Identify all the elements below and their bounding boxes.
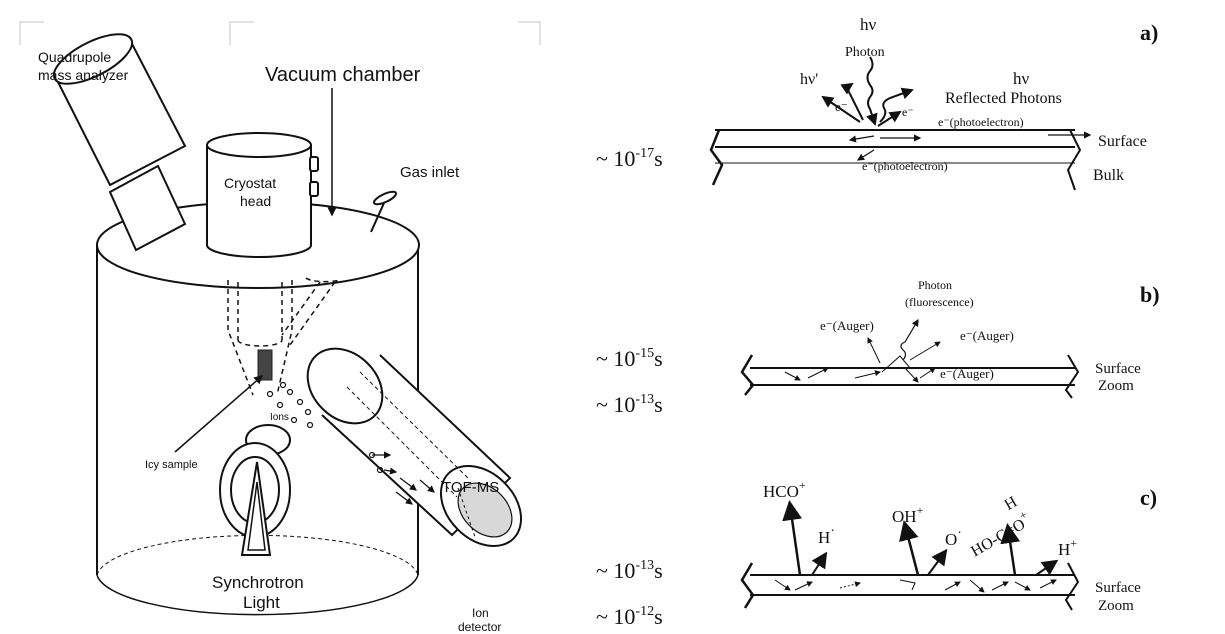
synchrotron-port xyxy=(219,424,291,556)
ion-detector-label-1: Ion xyxy=(472,606,489,620)
panel-a-time: ~ 10-17s xyxy=(596,146,663,171)
ion-dots xyxy=(266,381,314,429)
ion-detector-label-2: detector xyxy=(458,620,501,634)
panel-c-time-2: ~ 10-12s xyxy=(596,604,663,629)
cryostat-label-2: head xyxy=(240,193,271,209)
panel-b-label: b) xyxy=(1140,282,1160,307)
panel-a-photoelectron-top: e⁻(photoelectron) xyxy=(938,115,1024,129)
panel-c-h-plus: H+ xyxy=(1058,536,1077,559)
gas-inlet-valve xyxy=(370,190,398,233)
quadrupole-mass-analyzer xyxy=(52,33,187,252)
panel-c-cascade-arrows xyxy=(774,579,1057,593)
icy-sample-pointer xyxy=(174,375,264,453)
panel-b-cascade-arrows xyxy=(784,355,936,383)
icy-sample-block xyxy=(257,349,273,381)
panel-b-surface: Surface xyxy=(1095,361,1141,377)
panel-a-e-minus-2: e⁻ xyxy=(902,105,914,119)
panel-a-label: a) xyxy=(1140,20,1158,45)
panel-c-hco: HCO+ xyxy=(763,478,806,501)
panel-a-reflected: Reflected Photons xyxy=(945,90,1062,107)
panel-a-hv-right: hν xyxy=(1013,69,1030,88)
panel-c-surface: Surface xyxy=(1095,580,1141,596)
panel-a-bulk: Bulk xyxy=(1093,167,1124,184)
panel-c-zoom: Zoom xyxy=(1098,598,1134,614)
cryostat-head xyxy=(206,132,319,258)
panel-c-slab xyxy=(740,500,1080,611)
quadrupole-label-1: Quadrupole xyxy=(38,49,111,65)
cold-finger xyxy=(227,277,341,396)
panel-c-h-radical: H· xyxy=(818,524,835,547)
panel-b-photon: Photon xyxy=(918,278,952,292)
panel-a-slab xyxy=(709,56,1092,191)
icy-sample-label: Icy sample xyxy=(145,459,198,471)
tof-ms-label: TOF-MS xyxy=(442,479,499,496)
panel-a-photoelectron-bottom: e⁻(photoelectron) xyxy=(862,159,948,173)
corner-marks xyxy=(19,21,541,45)
panel-c: HCO+ H· OH+ O· H HO-C=O+ H+ Surface Zoom… xyxy=(596,478,1157,629)
panel-a: hν Photon hν' hν Reflected Photons e⁻ e⁻… xyxy=(596,15,1158,191)
panel-b-slab xyxy=(740,318,1080,399)
panel-a-photon: Photon xyxy=(845,45,885,60)
panel-b-fluorescence: (fluorescence) xyxy=(905,295,974,309)
panel-b-auger-bottom: e⁻(Auger) xyxy=(940,366,994,381)
panel-a-e-minus: e⁻ xyxy=(835,99,848,114)
panel-b-auger-left: e⁻(Auger) xyxy=(820,318,874,333)
panel-c-oh: OH+ xyxy=(892,503,924,526)
panel-b: Photon (fluorescence) e⁻(Auger) e⁻(Auger… xyxy=(596,278,1160,417)
panel-b-auger-right: e⁻(Auger) xyxy=(960,328,1014,343)
panel-c-o-radical: O· xyxy=(945,526,962,549)
panel-c-time-1: ~ 10-13s xyxy=(596,558,663,583)
synchrotron-label-1: Synchrotron xyxy=(212,573,304,592)
panel-a-hv-prime: hν' xyxy=(800,71,818,88)
apparatus-diagram xyxy=(19,21,541,616)
panel-c-label: c) xyxy=(1140,485,1157,510)
cryostat-label-1: Cryostat xyxy=(224,175,276,191)
ions-label: Ions xyxy=(270,412,289,423)
panel-b-zoom: Zoom xyxy=(1098,378,1134,394)
panel-b-time-2: ~ 10-13s xyxy=(596,392,663,417)
panel-b-time-1: ~ 10-15s xyxy=(596,346,663,371)
vacuum-chamber-label: Vacuum chamber xyxy=(265,64,421,86)
synchrotron-label-2: Light xyxy=(243,593,280,612)
panel-a-hv-top: hν xyxy=(860,15,877,34)
quadrupole-label-2: mass analyzer xyxy=(38,67,129,83)
gas-inlet-label: Gas inlet xyxy=(400,164,460,181)
panel-c-hoco: HO-C=O+ xyxy=(965,507,1034,560)
tof-ms-tube xyxy=(306,347,523,548)
panel-a-surface: Surface xyxy=(1098,133,1147,150)
